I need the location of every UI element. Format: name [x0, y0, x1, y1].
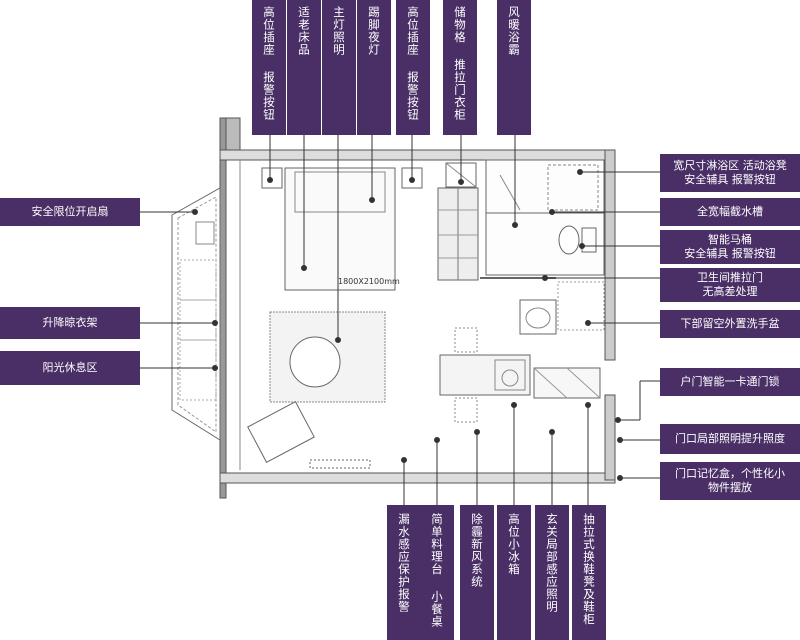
label-shoe-bench-cabinet: 抽拉式换鞋凳及鞋柜: [572, 505, 606, 640]
label-counter-dining: 简单料理台 小餐桌: [420, 505, 454, 640]
round-table: [289, 336, 341, 388]
label-bathdoor-line2: 无高差处理: [702, 285, 758, 298]
label-bathdoor-line1: 卫生间推拉门: [697, 271, 763, 284]
label-lifting-clothes-rack: 升降晾衣架: [0, 307, 140, 339]
toilet: [558, 225, 580, 255]
label-fresh-air-system: 除霾新风系统: [460, 505, 494, 640]
label-bathroom-door: 卫生间推拉门 无高差处理: [660, 268, 800, 302]
label-hallway-sensor-light: 玄关局部感应照明: [535, 505, 569, 640]
label-leak-sensor-alarm: 漏水感应保护报警: [387, 505, 421, 640]
label-senior-bedding: 适老床品: [287, 0, 321, 135]
wall-left: [219, 117, 227, 499]
label-toilet-line1: 智能马桶: [708, 233, 752, 246]
bay-window: [171, 187, 221, 441]
label-smart-toilet: 智能马桶 安全辅具 报警按钮: [660, 230, 800, 264]
shoe-cabinet: [533, 367, 601, 399]
label-entry-lighting: 门口局部照明提升照度: [660, 424, 800, 454]
dining-stool: [454, 327, 478, 353]
bed-dimension-text: 1800X2100mm: [338, 277, 400, 286]
label-wash-basin: 下部留空外置洗手盆: [660, 310, 800, 338]
label-high-socket-alarm-2: 高位插座 报警按钮: [396, 0, 430, 135]
label-memorybox-line1: 门口记忆盒，个性化小: [675, 467, 785, 480]
label-shower-area: 宽尺寸淋浴区 活动浴凳 安全辅具 报警按钮: [660, 154, 800, 192]
label-skirting-night-light: 踢脚夜灯: [357, 0, 391, 135]
nightstand-left: [261, 167, 283, 189]
sunroom-cushion: [179, 259, 217, 401]
wall-right-lower: [604, 394, 616, 481]
label-shower-line1: 宽尺寸淋浴区 活动浴凳: [673, 159, 787, 172]
label-sunroom-rest-area: 阳光休息区: [0, 351, 140, 385]
wall-bottom: [219, 472, 616, 484]
label-storage-wardrobe: 储物格 推拉门衣柜: [443, 0, 477, 135]
label-main-lighting: 主灯照明: [322, 0, 356, 135]
label-memorybox-line2: 物件摆放: [708, 481, 752, 494]
wall-top: [219, 149, 616, 161]
label-high-fridge: 高位小冰箱: [497, 505, 531, 640]
wall-right-upper: [604, 149, 616, 361]
label-bath-heater: 风暖浴霸: [497, 0, 531, 135]
label-high-socket-alarm-1: 高位插座 报警按钮: [252, 0, 286, 135]
label-safety-window: 安全限位开启扇: [0, 198, 140, 226]
label-smart-door-lock: 户门智能一卡通门锁: [660, 368, 800, 396]
label-full-width-drain: 全宽幅截水槽: [660, 198, 800, 226]
kitchen-counter: [439, 354, 531, 396]
armchair: [247, 400, 315, 464]
label-memory-box: 门口记忆盒，个性化小 物件摆放: [660, 462, 800, 500]
bed: [284, 167, 396, 291]
shower-area: [547, 164, 599, 211]
wash-basin: [519, 299, 557, 335]
label-toilet-line2: 安全辅具 报警按钮: [684, 247, 776, 260]
label-shower-line2: 安全辅具 报警按钮: [684, 173, 776, 186]
bathroom: [485, 159, 605, 276]
